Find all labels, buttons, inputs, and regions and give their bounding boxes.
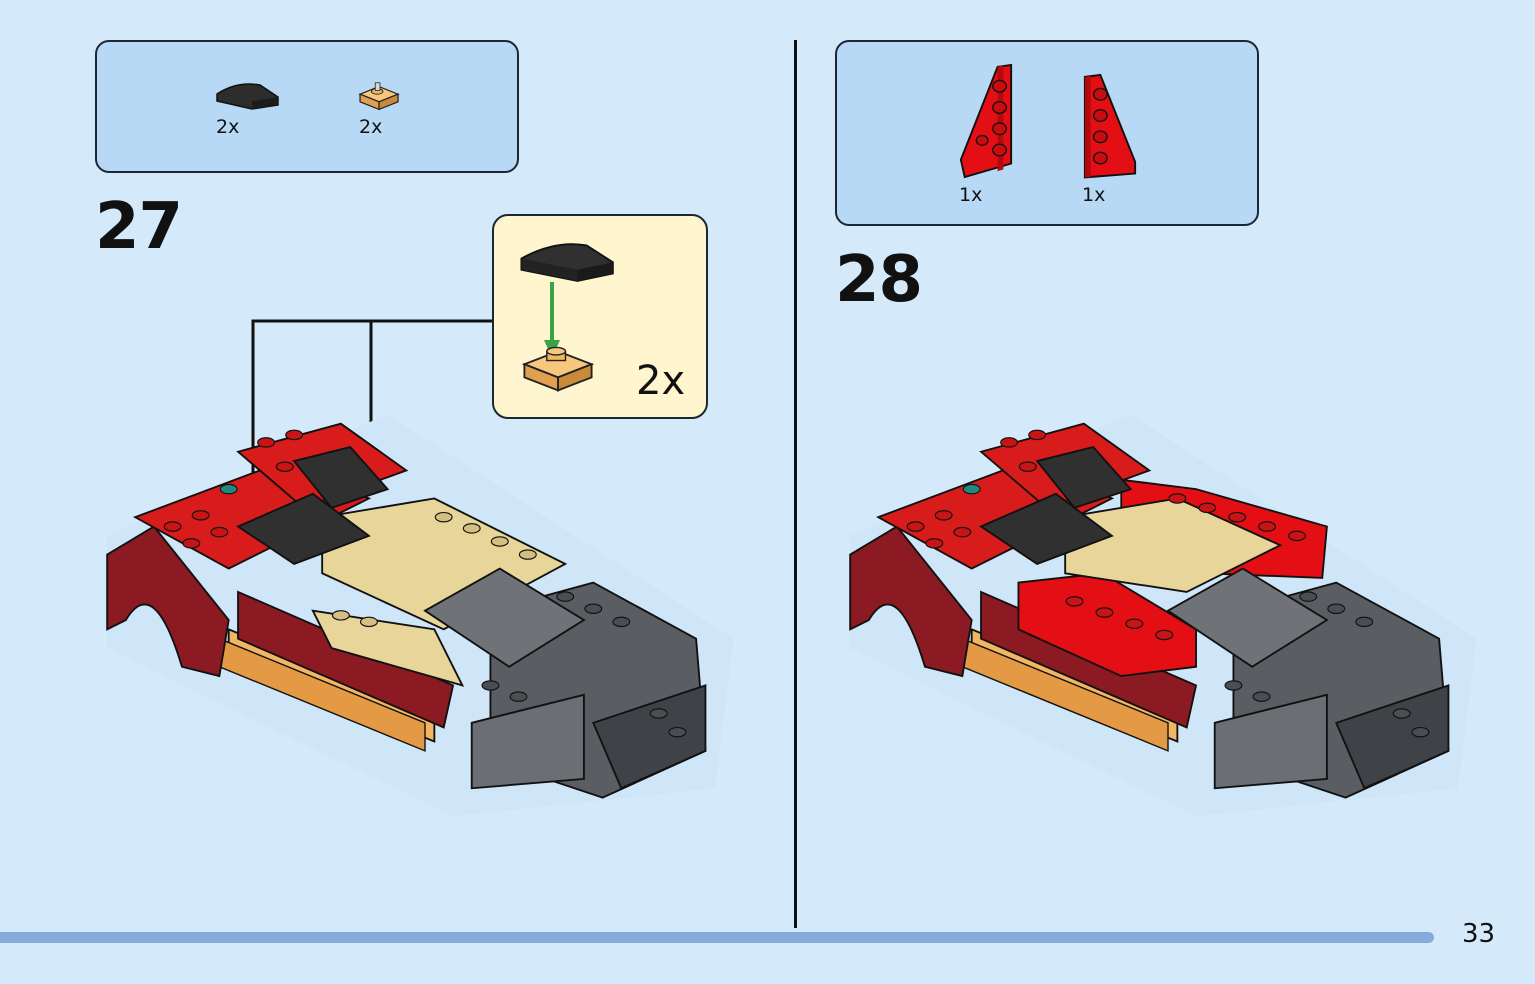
- part-qty: 2x: [216, 116, 240, 138]
- part-qty: 1x: [959, 184, 983, 206]
- wedge-plate-red-right-icon: [1083, 73, 1137, 179]
- round-stud-tan-plate-icon: [358, 82, 400, 111]
- callout-qty: 2x: [636, 358, 686, 404]
- step-divider: [794, 40, 797, 928]
- part-qty: 2x: [359, 116, 383, 138]
- page-number: 33: [1462, 919, 1496, 949]
- round-stud-tan-plate-icon: [521, 346, 595, 392]
- parts-box-step-28: 1x 1x: [835, 40, 1259, 226]
- part-qty: 1x: [1082, 184, 1106, 206]
- step-number: 27: [95, 190, 183, 264]
- footer-progress-bar: [0, 932, 1434, 943]
- car-model-step-28: [849, 414, 1477, 817]
- sub-assembly-callout: 2x: [492, 214, 708, 419]
- curved-slope-black-icon: [520, 243, 614, 282]
- step-number: 28: [835, 243, 923, 317]
- curved-slope-black-icon: [216, 83, 279, 110]
- car-model-step-27: [106, 414, 734, 817]
- parts-box-step-27: 2x 2x: [95, 40, 519, 173]
- wedge-plate-red-left-icon: [959, 63, 1013, 179]
